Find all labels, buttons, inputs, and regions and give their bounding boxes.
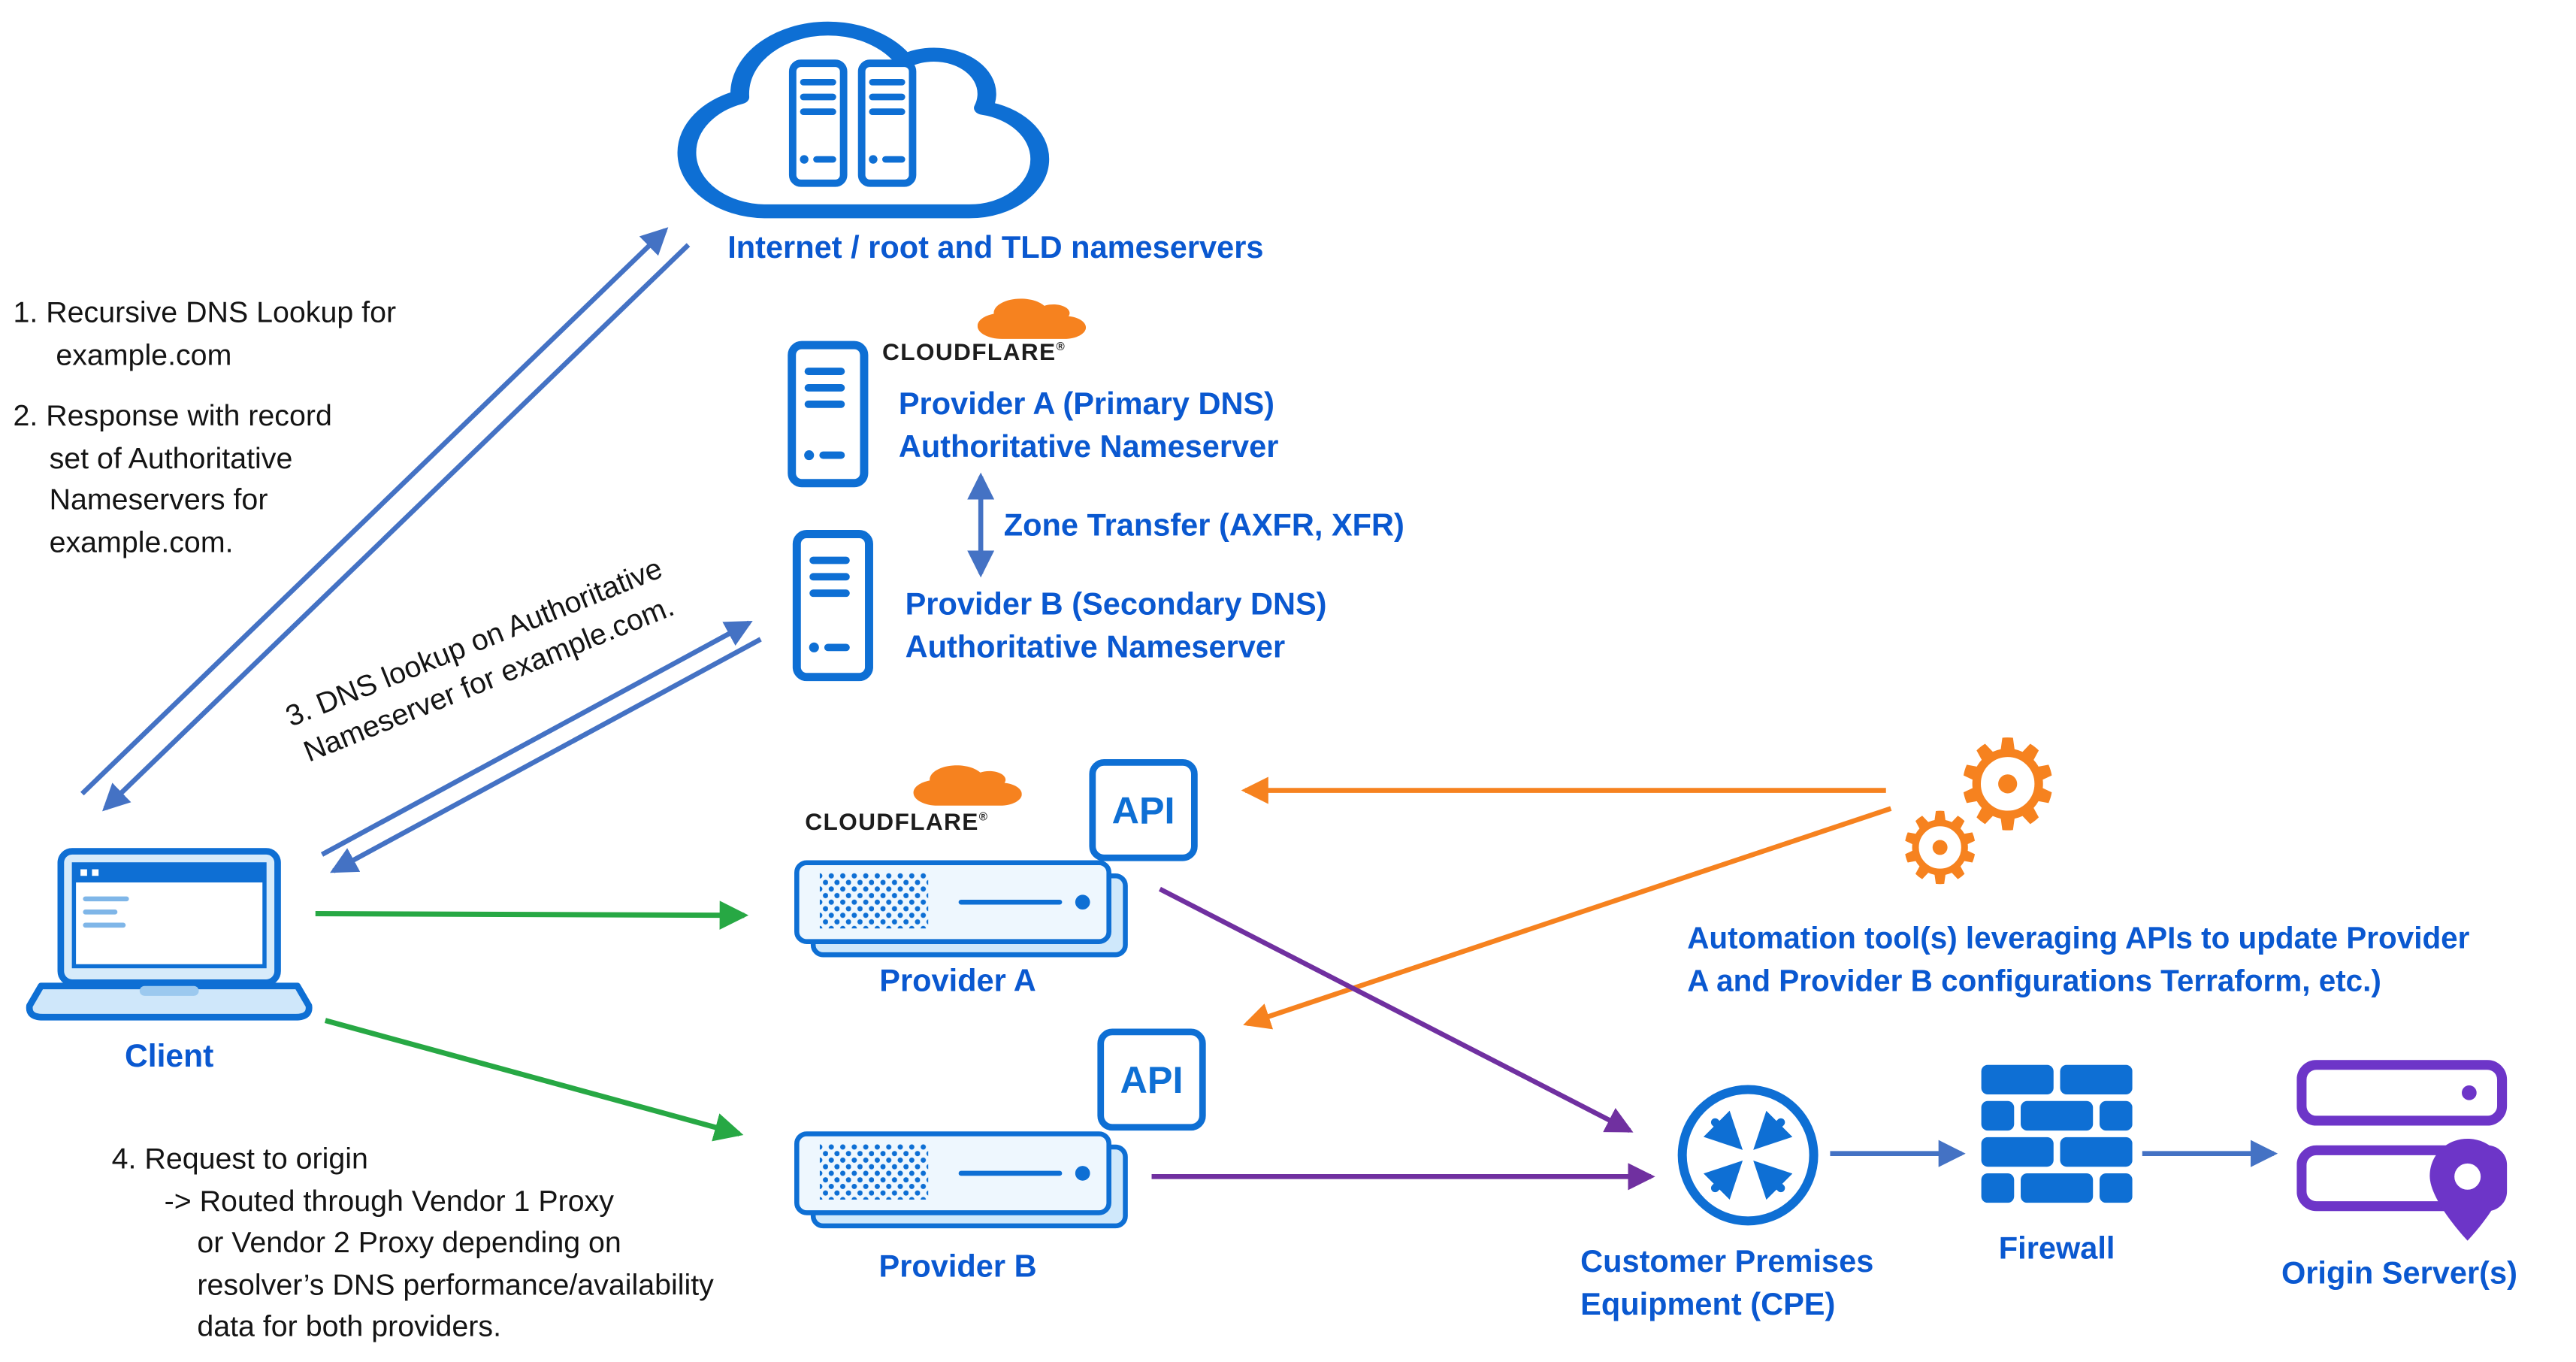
text-line: Equipment (CPE) — [1580, 1287, 1836, 1322]
text-line: Nameservers for — [49, 483, 268, 516]
client-laptop-icon — [26, 848, 313, 1021]
cloudflare-cloud-icon — [913, 765, 1022, 806]
client-label: Client — [124, 1038, 214, 1075]
api-box-provider-b: API — [1097, 1028, 1206, 1131]
text-line: A and Provider B configurations Terrafor… — [1687, 962, 2381, 997]
cpe-label: Customer Premises Equipment (CPE) — [1580, 1242, 1873, 1326]
text-line: Authoritative Nameserver — [905, 630, 1286, 665]
proxy-b-label: Provider B — [878, 1250, 1037, 1285]
cloudflare-logo-nameserver: CLOUDFLARE® — [882, 296, 1096, 372]
gear-icon: ⚙︎ — [1895, 791, 1985, 907]
internet-cloud-group — [670, 3, 1057, 236]
annotation-step4: 4. Request to origin -> Routed through V… — [112, 1139, 714, 1348]
nameserver-a-label: Provider A (Primary DNS) Authoritative N… — [899, 385, 1279, 468]
origin-label: Origin Server(s) — [2281, 1257, 2517, 1292]
arrow-client-to-proxy-b — [324, 1018, 744, 1142]
text-line: Automation tool(s) leveraging APIs to up… — [1687, 920, 2470, 955]
internet-label: Internet / root and TLD nameservers — [727, 232, 1264, 267]
text-line: Provider B (Secondary DNS) — [905, 588, 1327, 623]
tld-server-icon — [857, 59, 917, 187]
annotation-step1: 1. Recursive DNS Lookup for example.com — [13, 292, 396, 376]
arrow-internet-to-client — [102, 243, 691, 812]
arrow-client-to-internet — [80, 227, 669, 796]
cloudflare-wordmark: CLOUDFLARE® — [805, 810, 989, 837]
nameserver-b-icon — [792, 530, 873, 682]
text-line: data for both providers. — [197, 1309, 502, 1343]
gear-icon: ⚙︎ — [1952, 711, 2064, 858]
text-line: example.com — [56, 337, 232, 371]
cloudflare-wordmark: CLOUDFLARE® — [881, 340, 1066, 367]
text-line: -> Routed through Vendor 1 Proxy — [164, 1184, 614, 1217]
proxy-a-appliance-icon — [794, 860, 1128, 958]
text-line: Customer Premises — [1580, 1245, 1874, 1281]
text-line: Provider A (Primary DNS) — [898, 387, 1275, 422]
arrow-client-to-proxy-a — [315, 900, 749, 930]
api-box-provider-a: API — [1089, 759, 1198, 861]
text-line: Authoritative Nameserver — [898, 429, 1279, 465]
arrow-proxy-a-to-cpe — [1158, 886, 1634, 1133]
firewall-label: Firewall — [1998, 1232, 2115, 1267]
proxy-b-appliance-icon — [794, 1131, 1128, 1229]
text-line: example.com. — [49, 525, 234, 558]
annotation-step2: 2. Response with record set of Authorita… — [13, 396, 331, 564]
text-line: 2. Response with record — [13, 399, 332, 432]
zone-transfer-label: Zone Transfer (AXFR, XFR) — [1003, 509, 1404, 544]
text-line: 1. Recursive DNS Lookup for — [13, 295, 397, 329]
cloudflare-logo-proxy: CLOUDFLARE® — [802, 762, 1023, 848]
arrow-client-to-nameserver — [320, 620, 753, 857]
text-line: resolver’s DNS performance/availability — [197, 1267, 714, 1301]
cpe-icon — [1677, 1085, 1819, 1226]
text-line: 4. Request to origin — [111, 1142, 368, 1176]
nameserver-a-icon — [788, 340, 869, 488]
text-line: or Vendor 2 Proxy depending on — [197, 1225, 621, 1259]
text-line: set of Authoritative — [49, 440, 293, 474]
automation-label: Automation tool(s) leveraging APIs to up… — [1687, 917, 2469, 1000]
firewall-icon — [1981, 1064, 2133, 1203]
nameserver-b-label: Provider B (Secondary DNS) Authoritative… — [906, 585, 1327, 668]
origin-server-icon — [2296, 1060, 2508, 1241]
arrow-nameserver-to-client — [330, 637, 762, 873]
location-pin-icon — [2429, 1139, 2505, 1241]
root-server-icon — [788, 59, 848, 187]
cloudflare-cloud-icon — [977, 298, 1087, 339]
proxy-a-label: Provider A — [879, 964, 1036, 1000]
